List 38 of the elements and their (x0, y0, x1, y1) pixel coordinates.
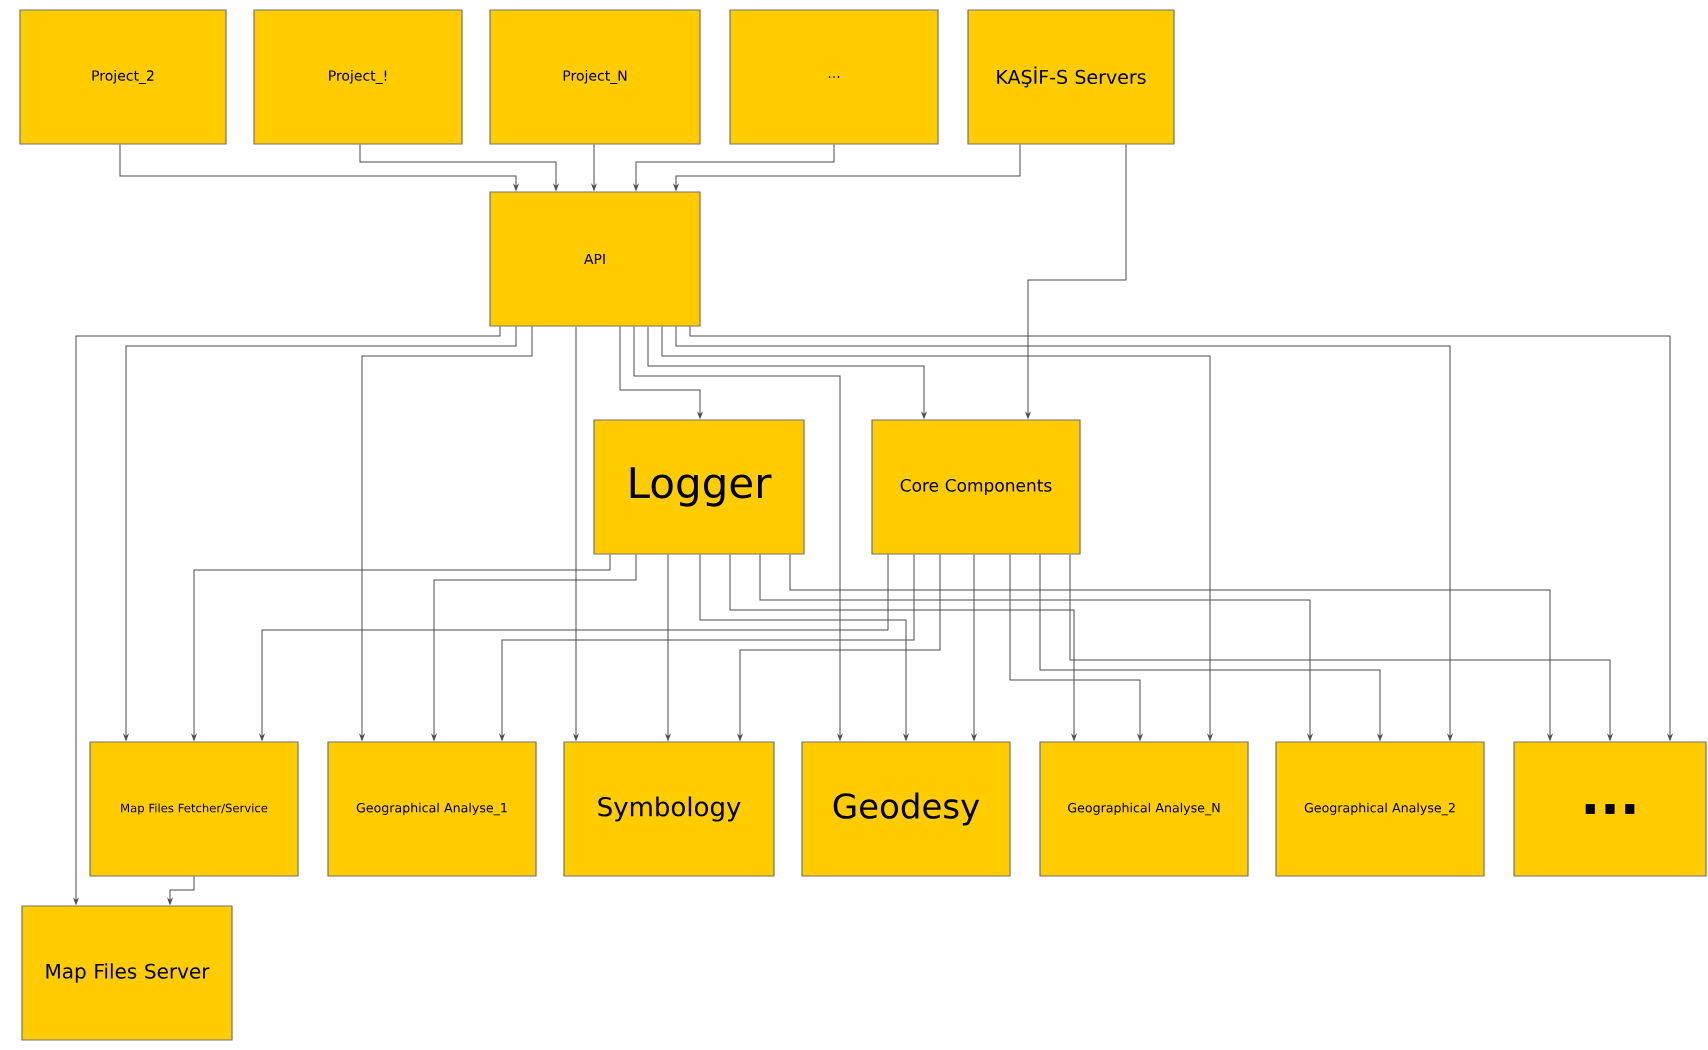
arrow (699, 554, 909, 741)
arrow (737, 554, 941, 741)
arrow (1039, 554, 1383, 741)
arrow (167, 876, 195, 905)
arrow (259, 554, 889, 741)
arrow (759, 554, 1313, 741)
arrow (591, 144, 597, 191)
component-box: Core Components (871, 419, 1081, 555)
arrow (633, 326, 843, 741)
arrow (619, 326, 703, 419)
arrow (689, 326, 1673, 741)
arrow (573, 326, 579, 741)
component-box: Map Files Server (21, 905, 233, 1041)
arrow (633, 144, 835, 191)
component-box: KAŞİF-S Servers (967, 9, 1175, 145)
arrow (359, 144, 559, 191)
arrow (119, 144, 519, 191)
arrow (647, 326, 927, 419)
arrow (661, 326, 1213, 741)
arrow (1009, 554, 1143, 741)
arrow (359, 326, 533, 741)
component-box: Geodesy (801, 741, 1011, 877)
arrow (675, 326, 1453, 741)
arrow (971, 554, 977, 741)
arrow (431, 554, 637, 741)
arrow (191, 554, 611, 741)
arrow (123, 326, 517, 741)
arrow (1025, 144, 1127, 419)
arrow (73, 326, 501, 905)
arrow (1069, 554, 1613, 741)
arrow (673, 144, 1021, 191)
arrow (665, 554, 671, 741)
arrow (499, 554, 915, 741)
component-box: Symbology (563, 741, 775, 877)
component-box: Logger (593, 419, 805, 555)
arrow (789, 554, 1553, 741)
arrow (729, 554, 1077, 741)
component-box: ... (1513, 741, 1707, 877)
